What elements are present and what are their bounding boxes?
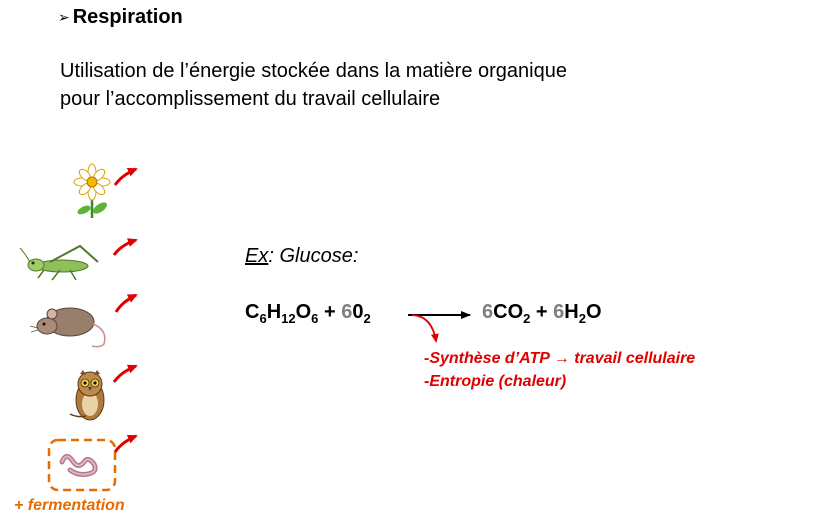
note-entropy: -Entropie (chaleur) (424, 373, 567, 390)
carbon-symbol: C (245, 301, 260, 323)
equation-products: 6CO2 + 6H2O (482, 301, 602, 326)
water-h-count: 2 (578, 311, 586, 326)
oxygen-coefficient: 6 (341, 301, 353, 323)
plus-sign: + (530, 301, 554, 323)
water-coefficient: 6 (553, 301, 565, 323)
water-o-symbol: O (585, 301, 602, 323)
carbon-count: 6 (259, 311, 267, 326)
title-text: Respiration (72, 6, 183, 28)
oxygen-symbol: O (295, 301, 312, 323)
owl-icon (69, 370, 105, 421)
owl-arrow (112, 364, 138, 383)
hydrogen-symbol: H (266, 301, 282, 323)
water-h-symbol: H (564, 301, 579, 323)
dioxygen-count: 2 (363, 311, 371, 326)
grasshopper-icon (19, 244, 99, 281)
intro-line-2: pour l’accomplissement du travail cellul… (60, 88, 441, 110)
example-label: Ex: Glucose: (245, 245, 358, 268)
co2-count: 2 (523, 311, 531, 326)
grasshopper-arrow (112, 238, 138, 256)
intro-text: Utilisation de l’énergie stockée dans la… (60, 57, 567, 113)
intro-line-1: Utilisation de l’énergie stockée dans la… (60, 60, 567, 82)
dioxygen-symbol: 0 (352, 301, 364, 323)
co2-coefficient: 6 (482, 301, 494, 323)
oxygen-count: 6 (311, 311, 319, 326)
equation-reactants: C6H12O6 + 602 (245, 301, 371, 326)
worm-arrow (113, 434, 138, 453)
fermentation-label: + fermentation (14, 497, 125, 514)
hydrogen-count: 12 (281, 311, 296, 326)
worm-icon (59, 454, 98, 477)
energy-branch-arrow (411, 314, 439, 343)
mouse-icon (29, 307, 106, 348)
note-atp: -Synthèse d’ATP → travail cellulaire (424, 350, 696, 367)
mouse-arrow (114, 293, 138, 313)
example-prefix: Ex (245, 245, 269, 267)
flower-icon (73, 163, 111, 218)
slide-title: ➢Respiration (58, 6, 183, 29)
arrow-bullet-icon: ➢ (58, 9, 70, 25)
co2-formula: CO (493, 301, 524, 323)
example-rest: : Glucose: (268, 245, 359, 267)
plus-sign: + (318, 301, 342, 323)
fermentation-box (47, 438, 117, 492)
flower-arrow (113, 167, 138, 186)
organism-column (19, 163, 138, 492)
